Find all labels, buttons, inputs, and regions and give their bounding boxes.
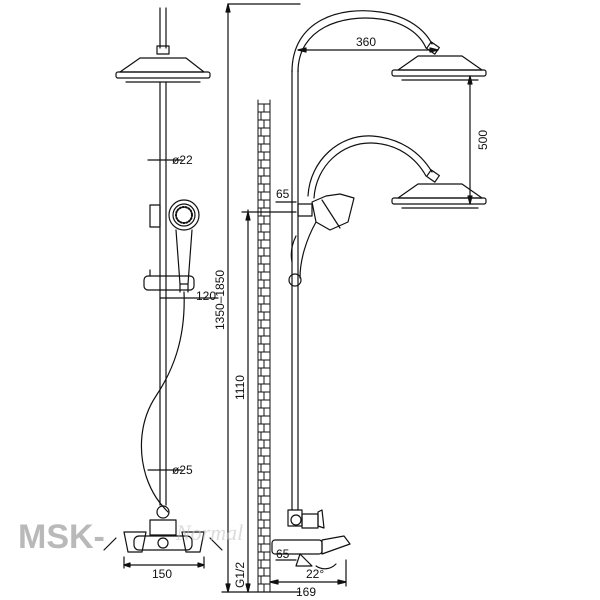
front-shower-head — [119, 57, 205, 73]
front-mixer-body — [133, 535, 193, 551]
front-hose — [140, 291, 185, 513]
front-bottom-connector — [156, 505, 170, 519]
front-top-connector — [156, 45, 170, 55]
wall-bricks — [257, 103, 271, 593]
label-spout-reach: 169 — [296, 585, 316, 599]
label-holder-offset: 120 — [196, 289, 216, 303]
front-handshower-bracket — [149, 204, 161, 228]
front-handshower-handle — [175, 229, 193, 285]
label-spout-angle: 22° — [306, 567, 324, 581]
label-spout-offset: 65 — [276, 547, 290, 561]
label-mixer-height: 1110 — [233, 375, 247, 400]
side-spout — [321, 535, 351, 555]
side-upper-shower-head — [397, 55, 483, 71]
height-dimensions — [221, 3, 301, 593]
wall-hatch — [257, 99, 271, 593]
side-lower-arm — [307, 135, 433, 197]
label-centers: 150 — [152, 567, 172, 581]
side-handshower-handle — [299, 221, 317, 279]
label-pipe-thread: G1/2 — [233, 562, 247, 588]
side-view — [269, 10, 487, 587]
front-left-handle — [123, 531, 147, 553]
side-handshower-head — [311, 193, 355, 231]
front-handshower-head — [168, 199, 200, 231]
label-height-range: 1350–1850 — [213, 270, 227, 330]
front-right-handle — [181, 531, 205, 553]
label-handshower-offset: 65 — [276, 187, 290, 201]
label-d-lower: ø25 — [172, 463, 193, 477]
front-view — [103, 7, 223, 569]
side-handshower-holder — [297, 203, 313, 217]
label-arm-reach: 360 — [356, 35, 376, 49]
watermark-script: Normal — [175, 520, 243, 545]
label-d-upper: ø22 — [172, 153, 193, 167]
side-upper-arm — [291, 10, 433, 73]
watermark-brand: MSK- — [18, 518, 105, 556]
label-head-drop: 500 — [476, 130, 490, 150]
dim-angle-arc — [315, 563, 337, 570]
front-slide-holder — [143, 275, 195, 291]
side-slide-holder — [288, 273, 302, 287]
